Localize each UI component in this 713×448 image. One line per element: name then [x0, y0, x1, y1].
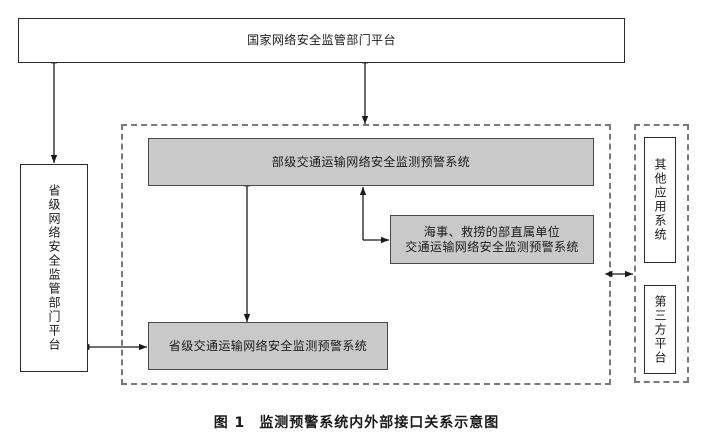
figure-caption: 图 1 监测预警系统内外部接口关系示意图 — [0, 412, 713, 432]
node-provincial-transport-system-label: 省级交通运输网络安全监测预警系统 — [168, 338, 368, 353]
figure-caption-text: 监测预警系统内外部接口关系示意图 — [259, 415, 500, 431]
node-provincial-regulator-platform-label: 省级网络安全监管部门平台 — [47, 184, 61, 352]
node-other-application-system-label: 其他应用系统 — [653, 158, 667, 242]
node-other-application-system[interactable]: 其他应用系统 — [644, 137, 676, 263]
node-ministry-system[interactable]: 部级交通运输网络安全监测预警系统 — [148, 138, 594, 186]
node-maritime-rescue-system[interactable]: 海事、救捞的部直属单位 交通运输网络安全监测预警系统 — [390, 215, 594, 264]
node-provincial-transport-system[interactable]: 省级交通运输网络安全监测预警系统 — [148, 322, 388, 370]
node-third-party-platform-label: 第三方平台 — [653, 294, 667, 365]
node-ministry-system-label: 部级交通运输网络安全监测预警系统 — [271, 154, 471, 169]
node-maritime-rescue-system-label: 海事、救捞的部直属单位 交通运输网络安全监测预警系统 — [405, 224, 579, 254]
node-provincial-regulator-platform[interactable]: 省级网络安全监管部门平台 — [20, 164, 88, 372]
figure-caption-label: 图 1 — [213, 415, 246, 431]
internal-boundary-region — [121, 124, 611, 385]
node-national-platform[interactable]: 国家网络安全监管部门平台 — [18, 18, 625, 63]
external-boundary-region — [634, 124, 689, 383]
node-national-platform-label: 国家网络安全监管部门平台 — [247, 33, 396, 47]
node-third-party-platform[interactable]: 第三方平台 — [644, 285, 676, 374]
